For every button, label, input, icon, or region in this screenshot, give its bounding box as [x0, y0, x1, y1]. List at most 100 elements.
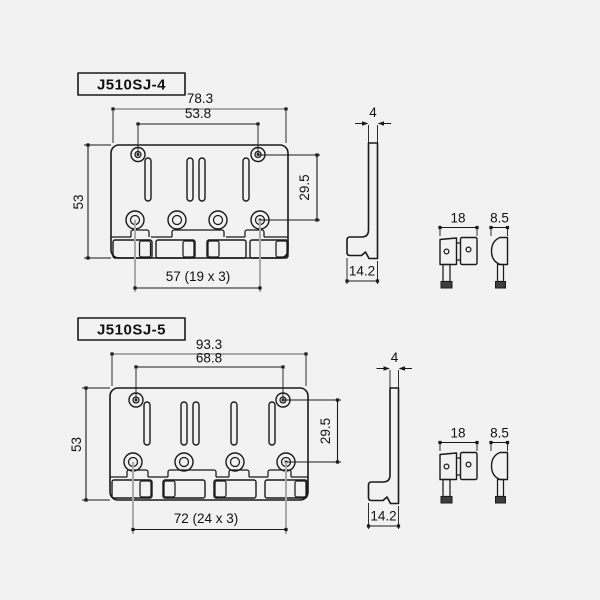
- dim-hole-to-saddle: 29.5: [318, 418, 333, 444]
- saddle: [155, 239, 196, 259]
- saddle-insert: [163, 480, 176, 498]
- saddle-profile: [490, 451, 509, 481]
- saddle-side-view-j510sj-5: 8.5: [489, 426, 510, 504]
- mounting-hole: [275, 392, 291, 408]
- saddle-screw: [178, 456, 190, 468]
- saddle-hole: [465, 461, 472, 468]
- saddle: [249, 239, 289, 259]
- mounting-hole: [250, 146, 266, 163]
- dimensions-j510sj-4: 78.3 53.8 53 29.5: [71, 91, 320, 260]
- saddle-screws: [123, 452, 296, 472]
- saddle-screw: [208, 210, 228, 230]
- model-label-j510sj-5: J510SJ-5: [77, 317, 186, 341]
- saddle-profile: [490, 236, 509, 266]
- dim-base-depth: 14.2: [349, 264, 375, 279]
- mounting-hole: [254, 150, 262, 159]
- saddle-screw: [174, 452, 194, 472]
- saddle-side-view-j510sj-4: 8.5: [489, 211, 510, 289]
- saddle-front-view-j510sj-5: 18: [438, 426, 479, 504]
- height-screw-thread: [495, 281, 506, 289]
- dim-saddle-width: 18: [450, 211, 465, 226]
- side-profile: [346, 142, 379, 260]
- saddle-hole: [465, 246, 472, 253]
- saddle-insert: [275, 240, 288, 258]
- dim-overall-width: 78.3: [187, 91, 213, 106]
- string-slot: [192, 401, 200, 446]
- drawing-j510sj-4: J510SJ-4 78.3 53.8 53: [71, 72, 510, 292]
- dim-base-depth: 14.2: [370, 509, 396, 524]
- height-screw-thread: [440, 496, 453, 504]
- saddle-insert: [139, 480, 152, 498]
- height-screw-thread: [440, 281, 453, 289]
- dim-saddle-spacing-group-j510sj-4: 57 (19 x 3): [133, 220, 262, 292]
- saddle-insert: [294, 480, 307, 498]
- bridge-plate-outline: [109, 387, 309, 501]
- saddle-screw: [167, 210, 187, 230]
- saddle-screw: [171, 214, 183, 226]
- saddle-hole: [443, 248, 450, 255]
- mounting-hole: [134, 150, 142, 159]
- string-slot: [144, 157, 152, 202]
- side-profile: [367, 387, 400, 505]
- string-slot: [186, 157, 194, 202]
- front-view-j510sj-4: [110, 144, 289, 259]
- model-label-box: [77, 317, 186, 341]
- mounting-hole: [132, 396, 140, 404]
- dimensions-j510sj-5: 93.3 68.8 53 29.5: [69, 337, 341, 502]
- dim-saddle-spacing-group-j510sj-5: 72 (24 x 3): [131, 462, 288, 534]
- front-view-j510sj-5: [109, 387, 309, 501]
- mounting-holes: [130, 146, 266, 163]
- string-slot: [230, 401, 238, 446]
- saddle: [206, 239, 247, 259]
- saddle-block-left: [439, 237, 458, 266]
- dim-height: 53: [71, 194, 86, 209]
- dim-screw-spacing: 68.8: [196, 351, 222, 366]
- mounting-hole: [128, 392, 144, 408]
- height-screw: [442, 478, 451, 498]
- saddle: [162, 479, 206, 499]
- dim-saddle-spacing: 57 (19 x 3): [166, 269, 231, 284]
- saddle-screw: [225, 452, 245, 472]
- saddle: [112, 239, 153, 259]
- dim-saddle-width: 18: [450, 426, 465, 441]
- string-slot: [143, 401, 151, 446]
- model-name: J510SJ-4: [97, 77, 166, 94]
- height-screw: [496, 263, 505, 283]
- saddle-band: [110, 469, 308, 499]
- side-view-j510sj-4: 4 14.2: [345, 105, 391, 284]
- mounting-hole: [279, 396, 287, 404]
- saddle-front-view-j510sj-4: 18: [438, 211, 479, 289]
- drawing-j510sj-5: J510SJ-5 93.3 68.8 53: [69, 317, 510, 534]
- string-slot: [242, 157, 250, 202]
- dim-saddle-depth: 8.5: [490, 211, 509, 226]
- dim-saddle-depth: 8.5: [490, 426, 509, 441]
- dim-screw-spacing: 53.8: [185, 106, 211, 121]
- saddle-screw: [229, 456, 241, 468]
- dim-plate-thickness: 4: [369, 105, 377, 120]
- saddle-insert: [207, 240, 220, 258]
- saddle-hole: [443, 463, 450, 470]
- string-slots: [143, 401, 276, 446]
- height-screw-thread: [495, 496, 506, 504]
- saddle: [213, 479, 257, 499]
- saddle-insert: [138, 240, 152, 258]
- mounting-holes: [128, 392, 291, 408]
- bridge-plate-outline: [110, 144, 289, 259]
- string-slot: [180, 401, 188, 446]
- saddle-screws: [125, 210, 270, 230]
- model-name: J510SJ-5: [97, 322, 166, 339]
- saddle-insert: [214, 480, 227, 498]
- model-label-box: [77, 72, 186, 96]
- saddle-insert: [182, 240, 195, 258]
- side-view-j510sj-5: 4 14.2: [366, 350, 412, 529]
- string-slot: [198, 157, 206, 202]
- saddle-block-right: [459, 236, 478, 266]
- saddle-screw: [212, 214, 224, 226]
- string-slots: [144, 157, 250, 202]
- height-screw: [496, 478, 505, 498]
- saddle-block-right: [459, 451, 478, 481]
- dim-overall-width: 93.3: [196, 337, 222, 352]
- model-label-j510sj-4: J510SJ-4: [77, 72, 186, 96]
